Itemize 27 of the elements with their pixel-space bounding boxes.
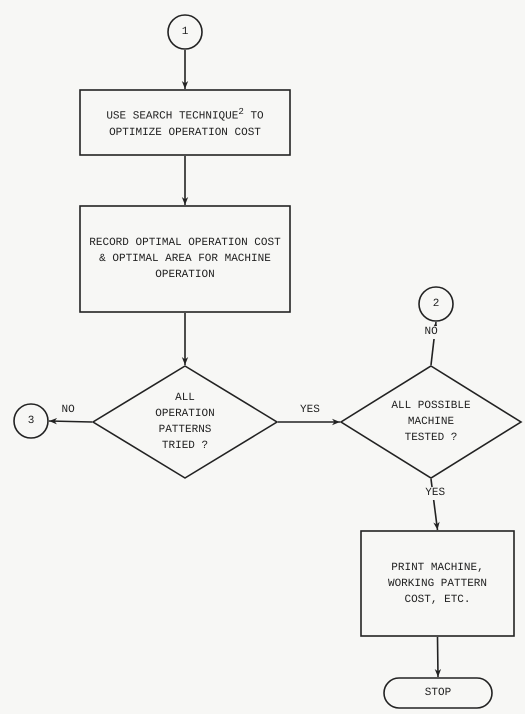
decision-diamond — [92, 365, 278, 479]
connector-circle — [167, 14, 203, 50]
arrow — [182, 313, 188, 365]
node-text: ALL OPERATION PATTERNS TRIED ? — [154, 391, 216, 454]
connector-circle — [13, 403, 49, 439]
arrow — [278, 418, 340, 426]
connector-circle — [418, 286, 454, 322]
process-box — [79, 89, 291, 156]
arrow — [182, 50, 188, 89]
process-box — [79, 205, 291, 313]
node-text: STOP — [424, 686, 452, 701]
arrow — [430, 478, 440, 530]
node-text: PRINT MACHINE, WORKING PATTERN COST, ETC. — [386, 560, 488, 608]
node-text: RECORD OPTIMAL OPERATION COST & OPTIMAL AREA FOR MACHINE OPERATION — [88, 236, 282, 283]
decision-diamond — [340, 365, 522, 479]
process-box — [360, 530, 515, 637]
edge-label: YES — [424, 486, 446, 500]
arrow — [434, 636, 442, 678]
arrow — [48, 418, 92, 424]
connector-number: 2 — [432, 297, 440, 312]
node-text: USE SEARCH TECHNIQUE$^{2}$ TO OPTIMIZE OPERATION COST — [105, 105, 265, 141]
node-text: ALL POSSIBLE MACHINE TESTED ? — [391, 399, 471, 446]
arrow — [182, 156, 188, 205]
arrow — [430, 322, 438, 366]
connector-number: 1 — [180, 25, 190, 40]
edge-label: NO — [424, 326, 439, 338]
connector-number: 3 — [26, 414, 36, 429]
